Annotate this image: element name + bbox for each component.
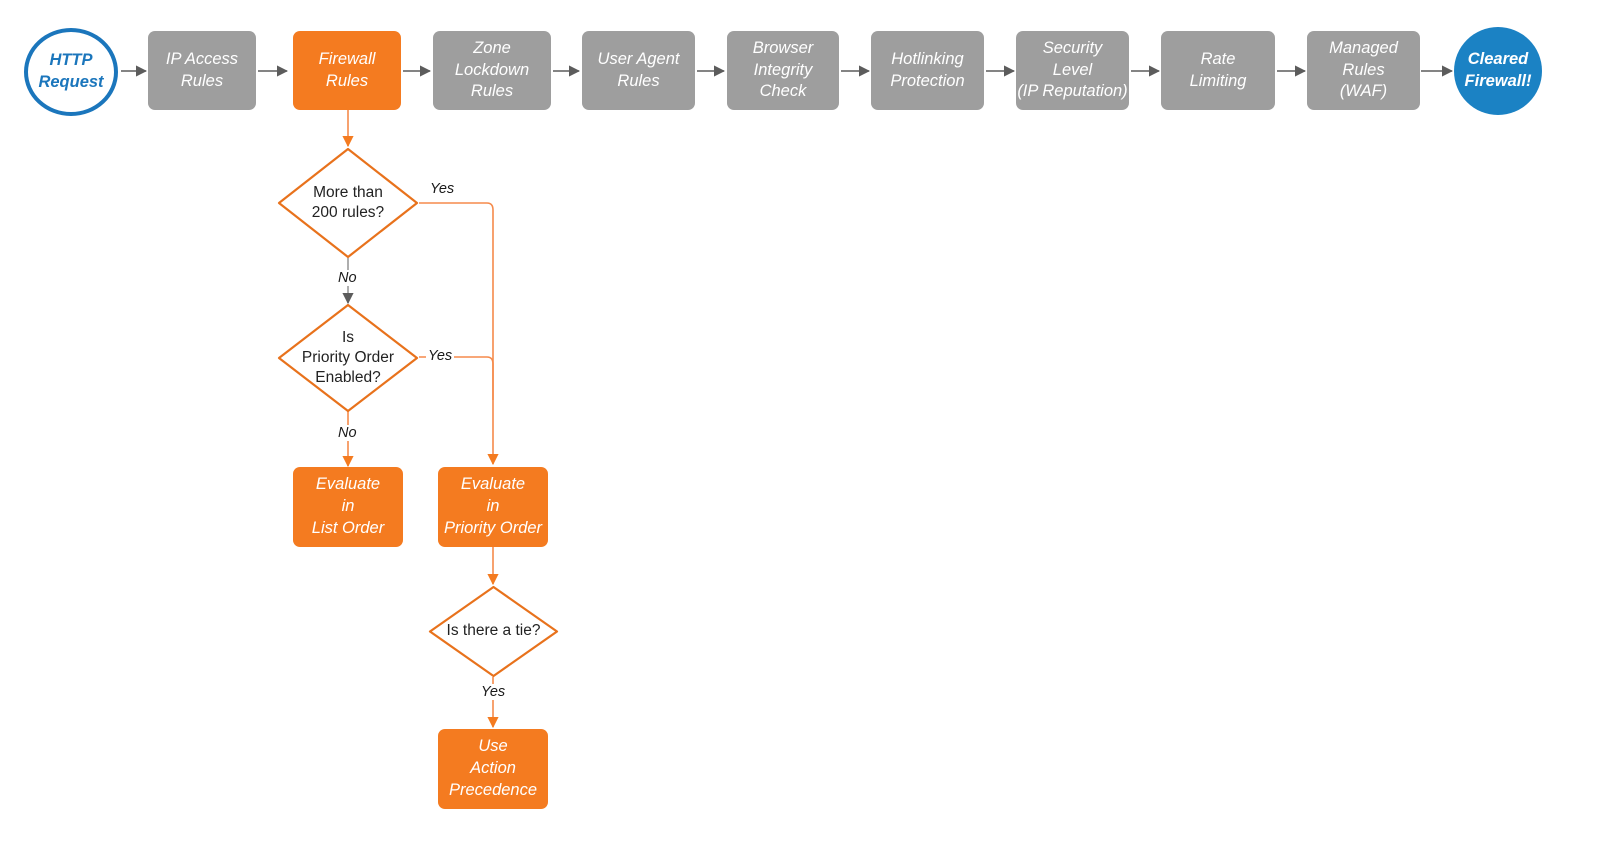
node-browser-integrity-check[interactable]: Browser Integrity Check	[727, 31, 839, 110]
node-firewall-rules[interactable]: Firewall Rules	[293, 31, 401, 110]
node-cleared-firewall-label: Cleared Firewall!	[1464, 50, 1532, 90]
node-firewall-rules-label: Firewall Rules	[318, 49, 376, 90]
decision-is-priority-order-enabled-label: Is Priority Order Enabled?	[301, 328, 395, 387]
edge-label-priority-order-yes: Yes	[426, 348, 455, 364]
node-ip-access-rules-label: IP Access Rules	[165, 49, 239, 90]
node-use-action-precedence-label: Use Action Precedence	[448, 737, 538, 799]
diamond-shape-more-than-200-rules	[277, 147, 419, 259]
node-ip-access-rules[interactable]: IP Access Rules	[148, 31, 256, 110]
node-hotlinking-protection-label: Hotlinking Protection	[890, 49, 965, 90]
node-evaluate-in-list-order-label: Evaluate in List Order	[311, 475, 385, 537]
node-user-agent-rules-label: User Agent Rules	[597, 49, 680, 90]
decision-more-than-200-rules-label: More than 200 rules?	[311, 183, 385, 221]
node-security-level-label: Security Level (IP Reputation)	[1017, 38, 1128, 101]
diamond-shape-is-there-a-tie	[428, 585, 559, 678]
decision-is-priority-order-enabled[interactable]: Is Priority Order Enabled?	[276, 302, 420, 414]
node-cleared-firewall[interactable]: Cleared Firewall!	[1454, 27, 1542, 115]
edge-label-priority-order-no: No	[336, 425, 359, 441]
edge-label-more-than-200-yes: Yes	[428, 181, 457, 197]
node-use-action-precedence[interactable]: Use Action Precedence	[438, 729, 548, 809]
decision-is-there-a-tie[interactable]: Is there a tie?	[427, 584, 560, 679]
node-http-request[interactable]: HTTP Request	[24, 28, 118, 116]
diamond-shape-is-priority-order-enabled	[277, 303, 419, 413]
node-rate-limiting-label: Rate Limiting	[1189, 49, 1247, 90]
node-evaluate-in-list-order[interactable]: Evaluate in List Order	[293, 467, 403, 547]
edge-label-more-than-200-no: No	[336, 270, 359, 286]
node-rate-limiting[interactable]: Rate Limiting	[1161, 31, 1275, 110]
node-managed-rules-waf-label: Managed Rules (WAF)	[1329, 38, 1398, 101]
node-evaluate-in-priority-order[interactable]: Evaluate in Priority Order	[438, 467, 548, 547]
node-zone-lockdown-rules[interactable]: Zone Lockdown Rules	[433, 31, 551, 110]
node-evaluate-in-priority-order-label: Evaluate in Priority Order	[443, 475, 543, 537]
node-browser-integrity-check-label: Browser Integrity Check	[752, 38, 814, 101]
node-hotlinking-protection[interactable]: Hotlinking Protection	[871, 31, 984, 110]
edge-more-than-200-yes	[419, 202, 499, 466]
node-http-request-label: HTTP Request	[38, 51, 104, 91]
node-security-level[interactable]: Security Level (IP Reputation)	[1016, 31, 1129, 110]
node-zone-lockdown-rules-label: Zone Lockdown Rules	[454, 38, 530, 101]
node-user-agent-rules[interactable]: User Agent Rules	[582, 31, 695, 110]
decision-more-than-200-rules[interactable]: More than 200 rules?	[276, 146, 420, 260]
decision-is-there-a-tie-label: Is there a tie?	[446, 622, 541, 640]
edge-label-tie-yes: Yes	[479, 684, 508, 700]
node-managed-rules-waf[interactable]: Managed Rules (WAF)	[1307, 31, 1420, 110]
